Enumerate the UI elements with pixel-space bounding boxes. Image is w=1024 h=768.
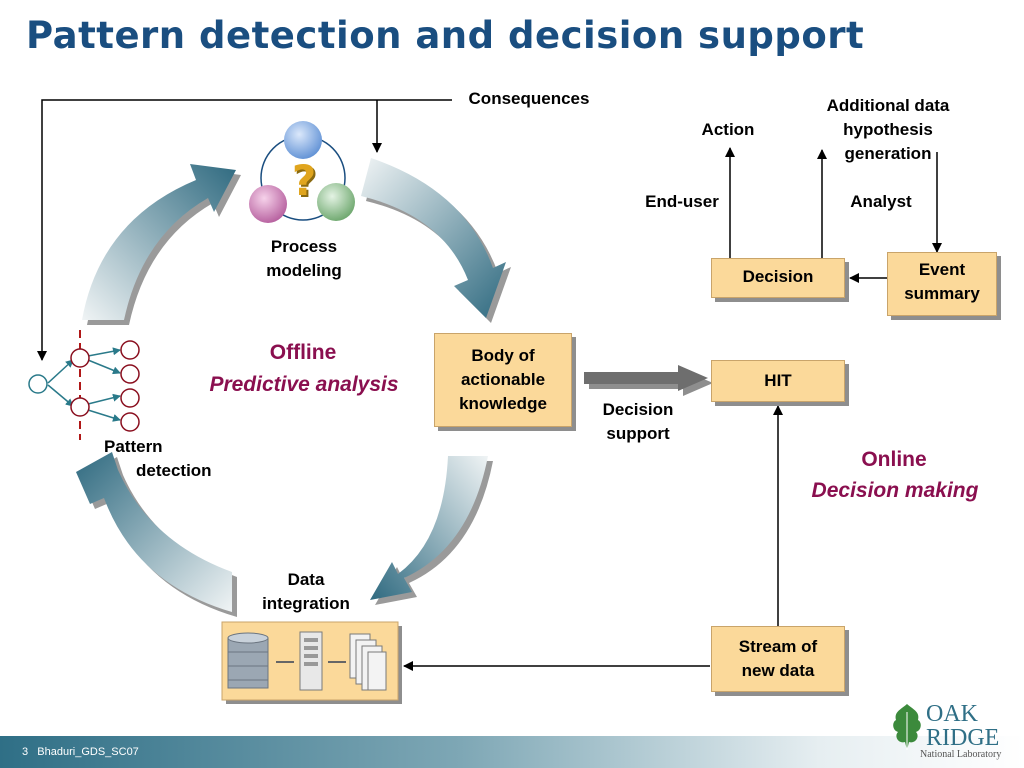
cycle-arrow-top-right	[361, 158, 511, 323]
end-user-label: End-user	[645, 192, 719, 211]
database-icon	[227, 632, 269, 689]
neural-network-icon	[28, 330, 140, 440]
presentation-id: Bhaduri_GDS_SC07	[37, 746, 139, 758]
footer-text: 3 Bhaduri_GDS_SC07	[22, 746, 139, 758]
analyst-label: Analyst	[850, 192, 912, 211]
consequences-feedback-line	[37, 99, 452, 361]
consequences-label: Consequences	[468, 89, 590, 108]
cycle-arrow-bottom-left	[76, 452, 237, 617]
hit-box: HIT	[711, 360, 845, 402]
cycle-arrow-bottom-right	[370, 456, 493, 605]
online-title: Online	[861, 448, 927, 471]
offline-title: Offline	[269, 341, 337, 364]
decision-box: Decision	[711, 258, 845, 298]
slide-title: Pattern detection and decision support	[26, 14, 865, 57]
logo-wordmark: OAK RIDGE	[926, 701, 1000, 751]
cycle-arrow-top-left	[82, 164, 241, 325]
page-number: 3	[22, 746, 29, 758]
process-modeling-label: Process modeling	[266, 237, 342, 280]
documents-icon	[349, 633, 387, 691]
oak-leaf-icon	[893, 704, 921, 750]
pattern-detection-label-line2: detection	[136, 461, 212, 480]
body-of-knowledge-box: Body of actionable knowledge	[434, 333, 572, 427]
online-subtitle: Decision making	[811, 479, 979, 502]
stream-of-new-data-box: Stream of new data	[711, 626, 845, 692]
action-label: Action	[701, 120, 755, 139]
offline-subtitle: Predictive analysis	[209, 373, 399, 396]
data-integration-panel	[221, 621, 402, 704]
decision-support-label: Decision support	[602, 400, 674, 443]
footer-bar	[0, 736, 1024, 768]
pattern-detection-label-line1: Pattern	[104, 437, 163, 456]
logo-subtitle: National Laboratory	[920, 749, 1002, 760]
process-modeling-icon	[249, 121, 355, 223]
event-summary-box: Event summary	[887, 252, 997, 316]
question-mark-icon: ?	[291, 156, 317, 205]
additional-data-label: Additional data hypothesis generation	[826, 96, 950, 163]
data-integration-label: Data integration	[262, 570, 350, 613]
server-icon	[299, 631, 323, 691]
decision-support-arrow	[584, 365, 713, 396]
